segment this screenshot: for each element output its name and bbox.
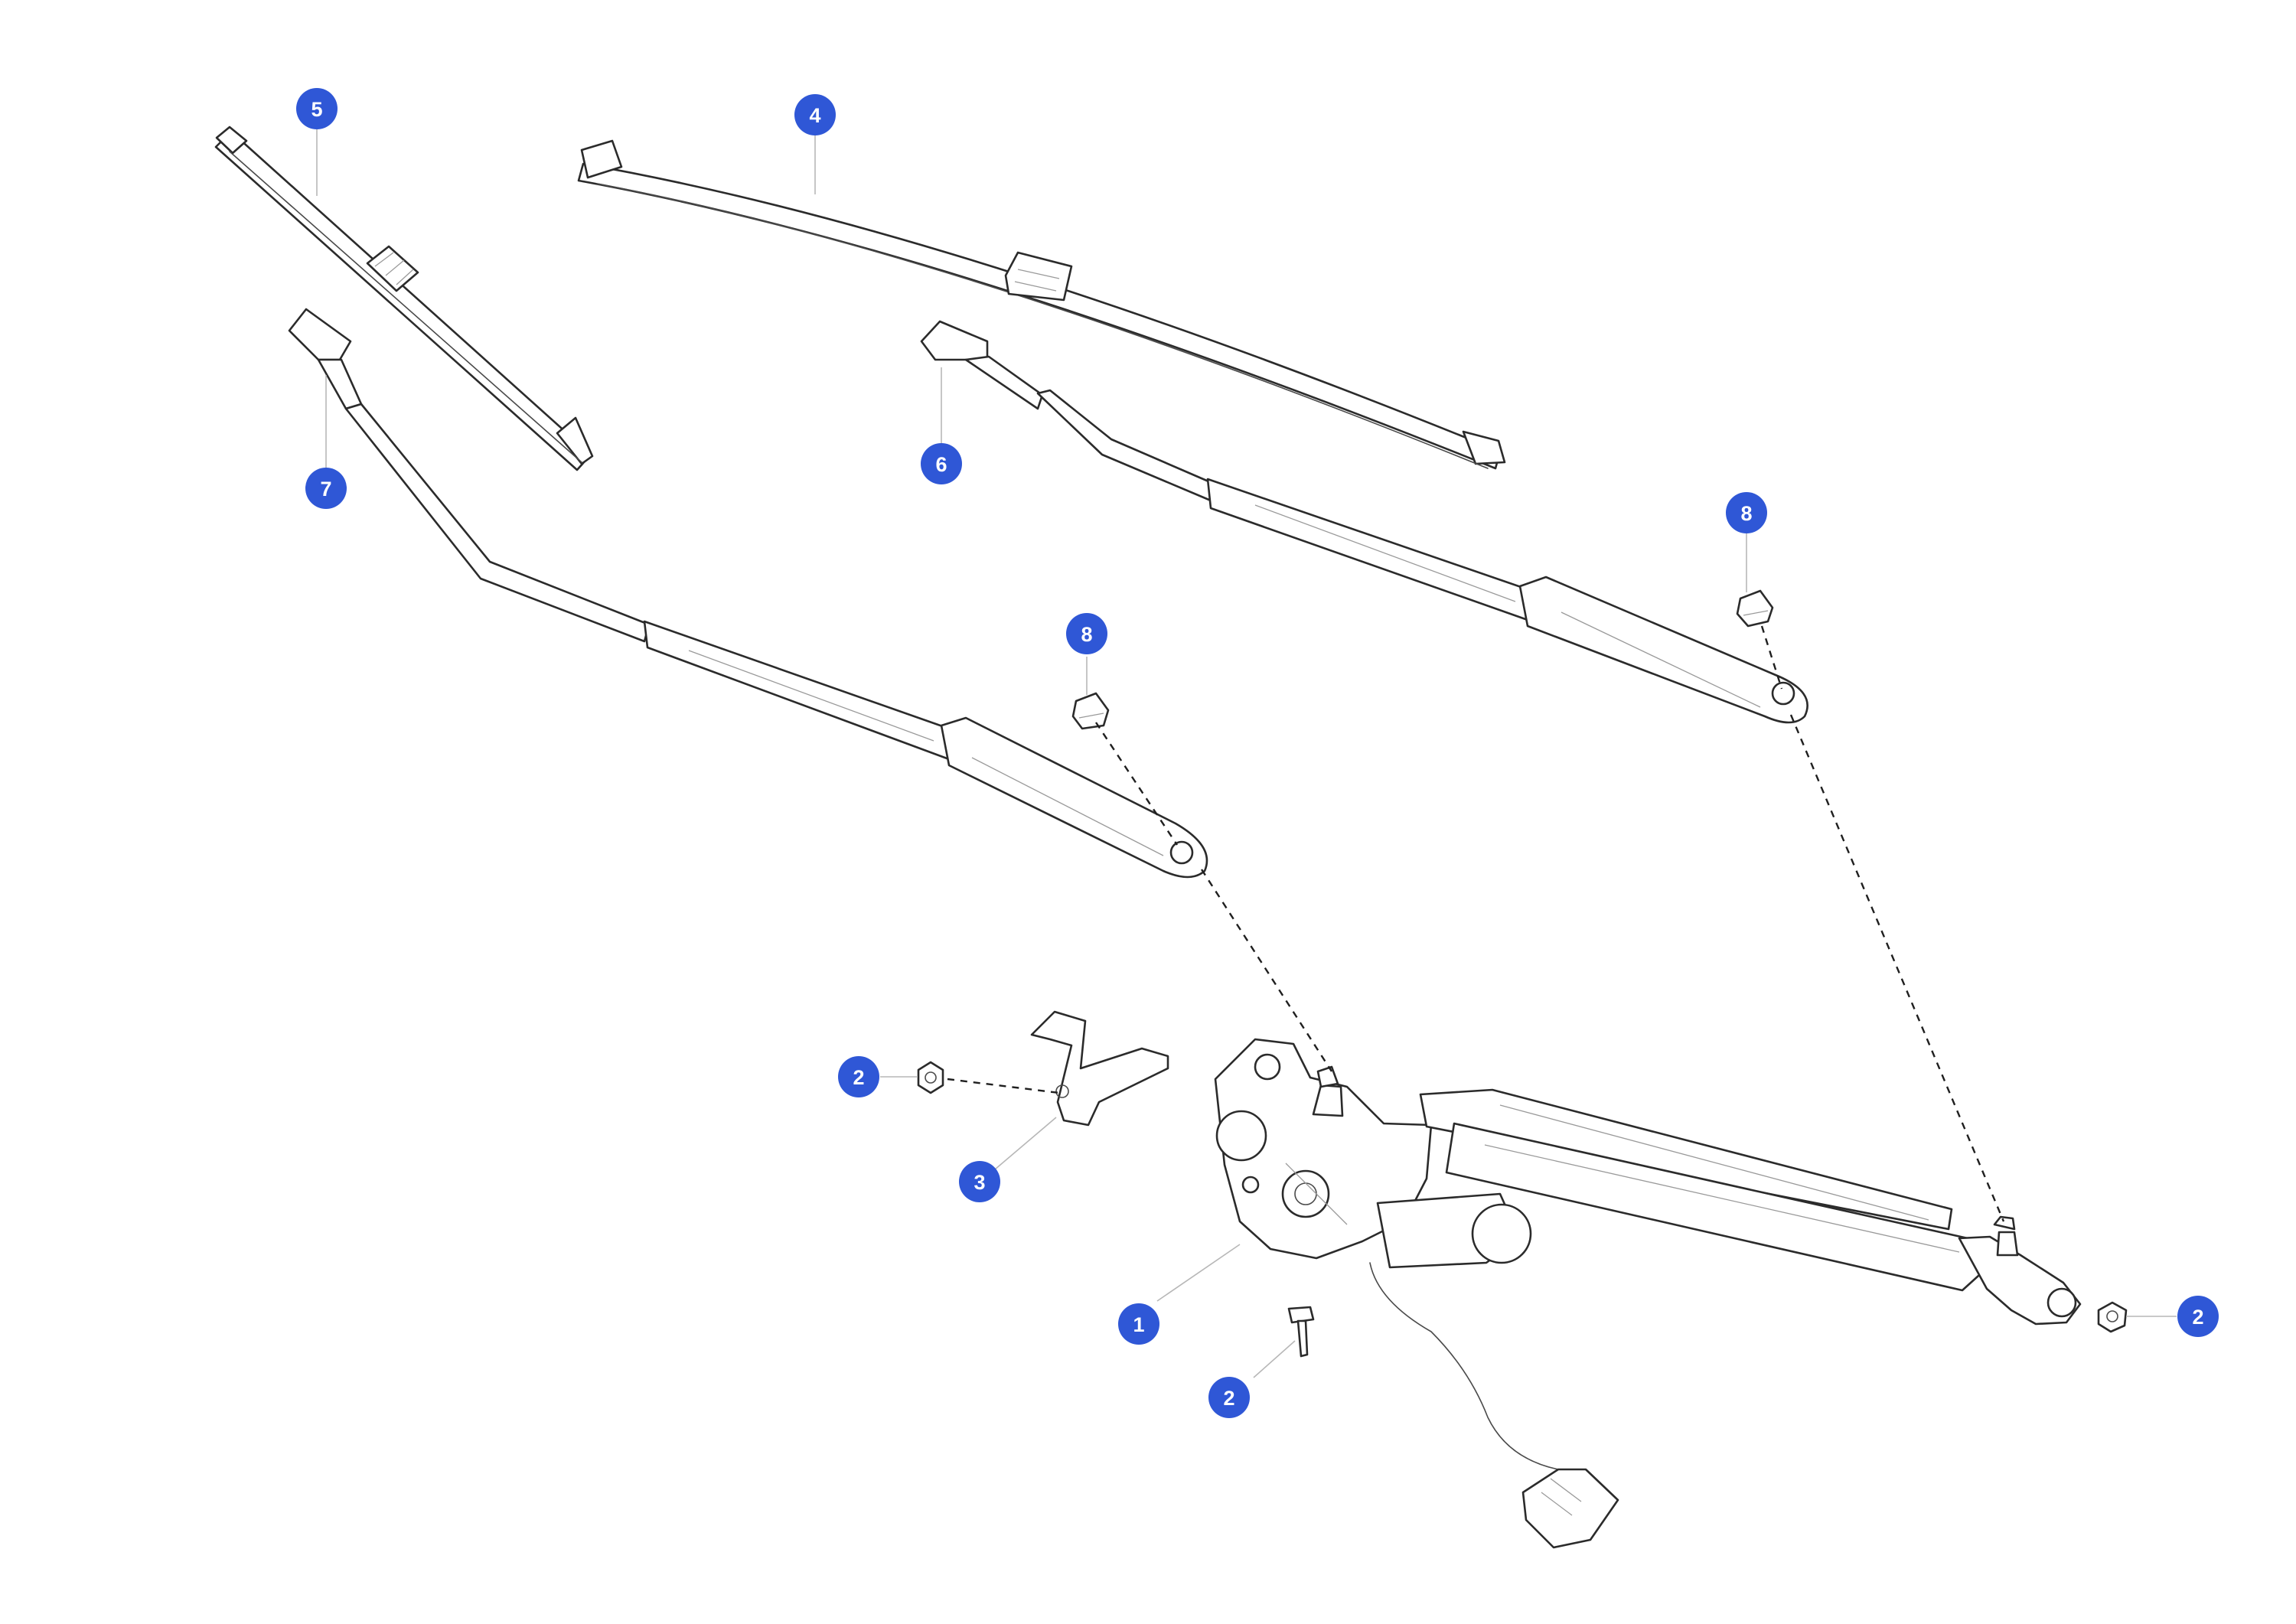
wiper-blade-long[interactable]	[577, 139, 1506, 470]
nut-bracket[interactable]	[917, 1061, 944, 1094]
callout-number: 7	[320, 478, 331, 501]
callout-2-pivot-nut[interactable]: 2	[2177, 1296, 2219, 1337]
assembly-lines	[947, 625, 2005, 1222]
callout-number: 8	[1740, 502, 1752, 525]
callout-circle	[1118, 1303, 1159, 1345]
mounting-bracket[interactable]	[1030, 1010, 1169, 1127]
callouts: 5 4 7 6 8 8 2 3	[296, 88, 2219, 1418]
callout-4[interactable]: 4	[794, 94, 836, 135]
wiper-arm-left[interactable]	[288, 308, 1208, 879]
callout-2-motor-bolt[interactable]: 2	[1208, 1377, 1250, 1418]
bolt-motor[interactable]	[1287, 1306, 1315, 1358]
callout-number: 4	[809, 104, 820, 127]
callout-3[interactable]: 3	[959, 1161, 1000, 1202]
wiper-motor-linkage[interactable]	[1214, 1038, 2082, 1549]
callout-circle	[305, 468, 347, 509]
callout-circle	[921, 443, 962, 484]
callout-2-bracket-nut[interactable]: 2	[838, 1056, 879, 1097]
callout-number: 8	[1081, 623, 1092, 646]
callout-7[interactable]: 7	[305, 468, 347, 509]
callout-number: 1	[1133, 1313, 1144, 1336]
callout-circle	[1208, 1377, 1250, 1418]
callout-circle	[794, 94, 836, 135]
callout-number: 3	[974, 1171, 985, 1194]
callout-circle	[1726, 492, 1767, 533]
callout-1[interactable]: 1	[1118, 1303, 1159, 1345]
cap-nut-left[interactable]	[1071, 692, 1110, 730]
callout-circle	[838, 1056, 879, 1097]
callout-number: 5	[311, 98, 322, 121]
callout-number: 2	[2192, 1306, 2203, 1329]
callout-number: 2	[853, 1066, 864, 1089]
callout-circle	[2177, 1296, 2219, 1337]
wiper-arm-right[interactable]	[920, 320, 1808, 724]
callout-circle	[296, 88, 338, 129]
leader-lines	[316, 122, 2177, 1378]
callout-5[interactable]: 5	[296, 88, 338, 129]
callout-6[interactable]: 6	[921, 443, 962, 484]
callout-circle	[959, 1161, 1000, 1202]
callout-circle	[1066, 613, 1107, 654]
wiper-blade-small[interactable]	[214, 126, 594, 471]
nut-pivot[interactable]	[2097, 1301, 2128, 1333]
callout-number: 2	[1223, 1387, 1234, 1410]
callout-8-left[interactable]: 8	[1066, 613, 1107, 654]
callout-8-right[interactable]: 8	[1726, 492, 1767, 533]
cap-nut-right[interactable]	[1736, 589, 1774, 628]
callout-number: 6	[935, 453, 947, 476]
